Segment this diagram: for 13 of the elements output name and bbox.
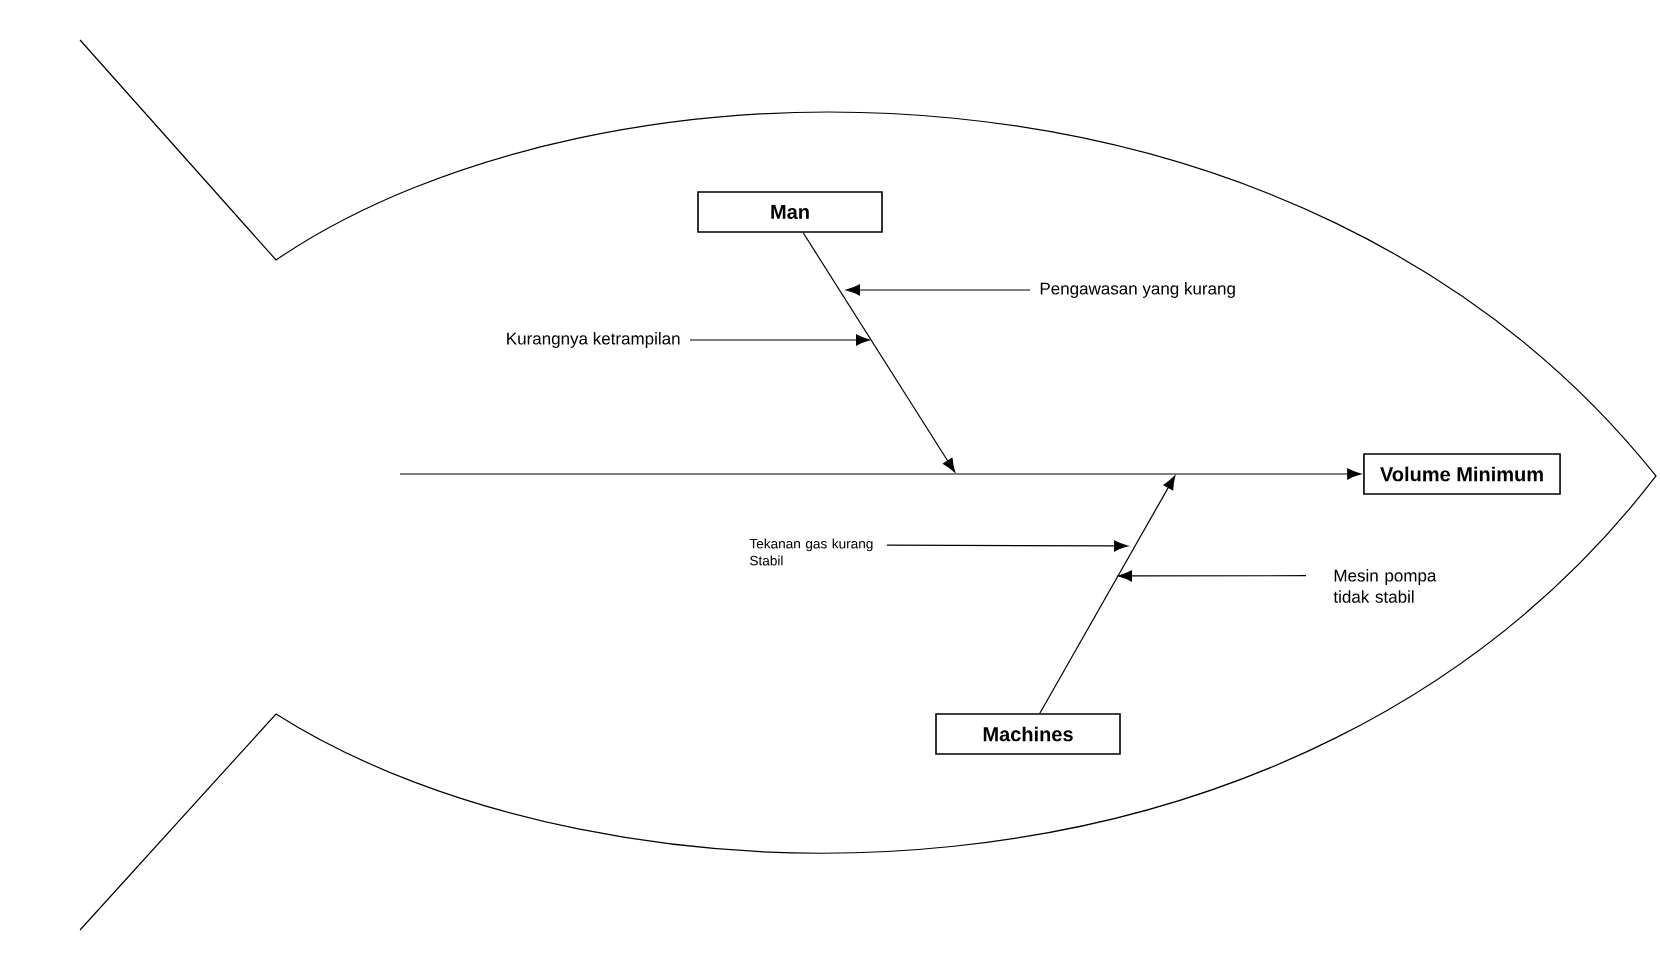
cause-arrow bbox=[886, 540, 1129, 552]
cause-category-box: Man bbox=[697, 191, 883, 233]
cause-label: Mesin pompa tidak stabil bbox=[1333, 569, 1437, 603]
cause-label: Pengawasan yang kurang bbox=[1040, 282, 1235, 298]
cause-arrow bbox=[1117, 570, 1307, 582]
bone-arrow bbox=[802, 232, 956, 473]
cause-arrow bbox=[845, 284, 1031, 296]
cause-arrow bbox=[689, 334, 871, 346]
cause-category-box: Machines bbox=[935, 713, 1121, 755]
cause-label: Kurangnya ketrampilan bbox=[507, 332, 680, 348]
bone-arrow bbox=[1039, 475, 1176, 714]
spine-arrow bbox=[399, 468, 1362, 480]
effect-box: Volume Minimum bbox=[1363, 453, 1561, 495]
